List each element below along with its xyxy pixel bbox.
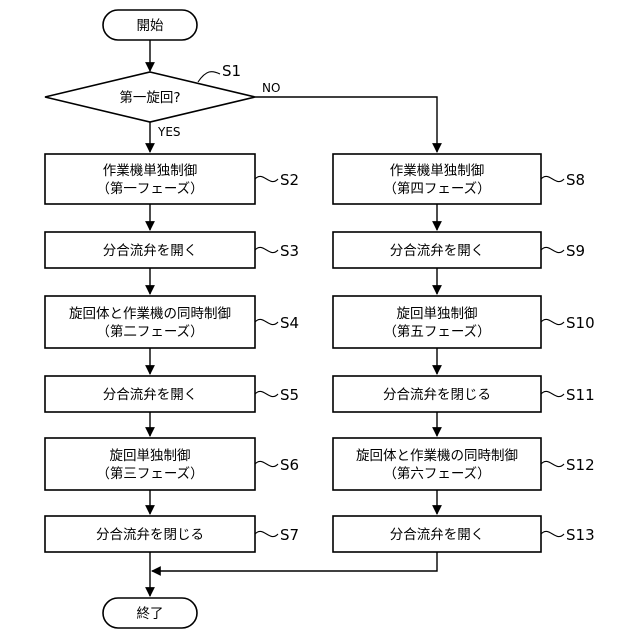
process-s12-line1: 旋回体と作業機の同時制御 — [356, 448, 518, 464]
process-s13: 分合流弁を開く S13 — [333, 516, 595, 552]
step-label-s8: S8 — [566, 171, 585, 189]
process-s6-line1: 旋回単独制御 — [110, 448, 191, 464]
step-label-s6: S6 — [280, 456, 299, 474]
process-s10: 旋回単独制御 （第五フェーズ） S10 — [333, 296, 595, 348]
step-label-s4: S4 — [280, 314, 299, 332]
process-s6-line2: （第三フェーズ） — [96, 465, 203, 482]
step-label-s7: S7 — [280, 526, 299, 544]
process-s4: 旋回体と作業機の同時制御 （第二フェーズ） S4 — [45, 296, 299, 348]
process-s8: 作業機単独制御 （第四フェーズ） S8 — [333, 154, 585, 204]
decision-label: 第一旋回? — [119, 89, 180, 106]
process-s2: 作業機単独制御 （第一フェーズ） S2 — [45, 154, 299, 204]
end-terminal: 終了 — [103, 598, 197, 628]
decision-first-swing: 第一旋回? S1 YES NO — [45, 62, 280, 139]
step-leader-s1 — [198, 72, 220, 82]
process-s5: 分合流弁を開く S5 — [45, 376, 299, 412]
process-s6: 旋回単独制御 （第三フェーズ） S6 — [45, 438, 299, 490]
step-label-s3: S3 — [280, 242, 299, 260]
process-s2-line1: 作業機単独制御 — [103, 163, 198, 179]
step-label-s2: S2 — [280, 171, 299, 189]
step-leader-s4 — [255, 319, 278, 324]
process-s5-line1: 分合流弁を開く — [103, 387, 198, 403]
process-s11: 分合流弁を閉じる S11 — [333, 376, 595, 412]
step-leader-s6 — [255, 461, 278, 466]
process-s9-line1: 分合流弁を開く — [390, 243, 485, 259]
process-s12-line2: （第六フェーズ） — [383, 465, 490, 482]
yes-label: YES — [157, 125, 181, 139]
step-label-s9: S9 — [566, 242, 585, 260]
step-label-s13: S13 — [566, 526, 595, 544]
step-leader-s3 — [255, 247, 278, 252]
process-s7-line1: 分合流弁を閉じる — [96, 527, 204, 543]
step-leader-s7 — [255, 531, 278, 536]
start-terminal: 開始 — [103, 10, 197, 40]
step-leader-s13 — [541, 531, 564, 536]
step-leader-s9 — [541, 247, 564, 252]
no-label: NO — [262, 81, 280, 95]
step-leader-s10 — [541, 319, 564, 324]
step-label-s1: S1 — [222, 62, 241, 80]
process-s8-line1: 作業機単独制御 — [390, 163, 485, 179]
process-s8-line2: （第四フェーズ） — [383, 180, 490, 197]
step-label-s12: S12 — [566, 456, 595, 474]
process-s11-line1: 分合流弁を閉じる — [383, 387, 491, 403]
step-leader-s2 — [255, 176, 278, 181]
step-leader-s12 — [541, 461, 564, 466]
step-label-s11: S11 — [566, 386, 595, 404]
process-s3-line1: 分合流弁を開く — [103, 243, 198, 259]
process-s13-line1: 分合流弁を開く — [390, 527, 485, 543]
process-s12: 旋回体と作業機の同時制御 （第六フェーズ） S12 — [333, 438, 595, 490]
step-leader-s11 — [541, 391, 564, 396]
step-leader-s5 — [255, 391, 278, 396]
process-s9: 分合流弁を開く S9 — [333, 232, 585, 268]
process-s7: 分合流弁を閉じる S7 — [45, 516, 299, 552]
arrow-s13-merge — [152, 552, 437, 571]
arrow-no — [255, 97, 437, 152]
step-label-s5: S5 — [280, 386, 299, 404]
step-leader-s8 — [541, 176, 564, 181]
step-label-s10: S10 — [566, 314, 595, 332]
process-s3: 分合流弁を開く S3 — [45, 232, 299, 268]
end-label: 終了 — [137, 606, 164, 622]
process-s4-line2: （第二フェーズ） — [96, 323, 203, 340]
process-s2-line2: （第一フェーズ） — [96, 180, 203, 197]
process-s10-line2: （第五フェーズ） — [383, 323, 490, 340]
process-s10-line1: 旋回単独制御 — [397, 306, 478, 322]
start-label: 開始 — [137, 18, 164, 34]
process-s4-line1: 旋回体と作業機の同時制御 — [69, 306, 231, 322]
